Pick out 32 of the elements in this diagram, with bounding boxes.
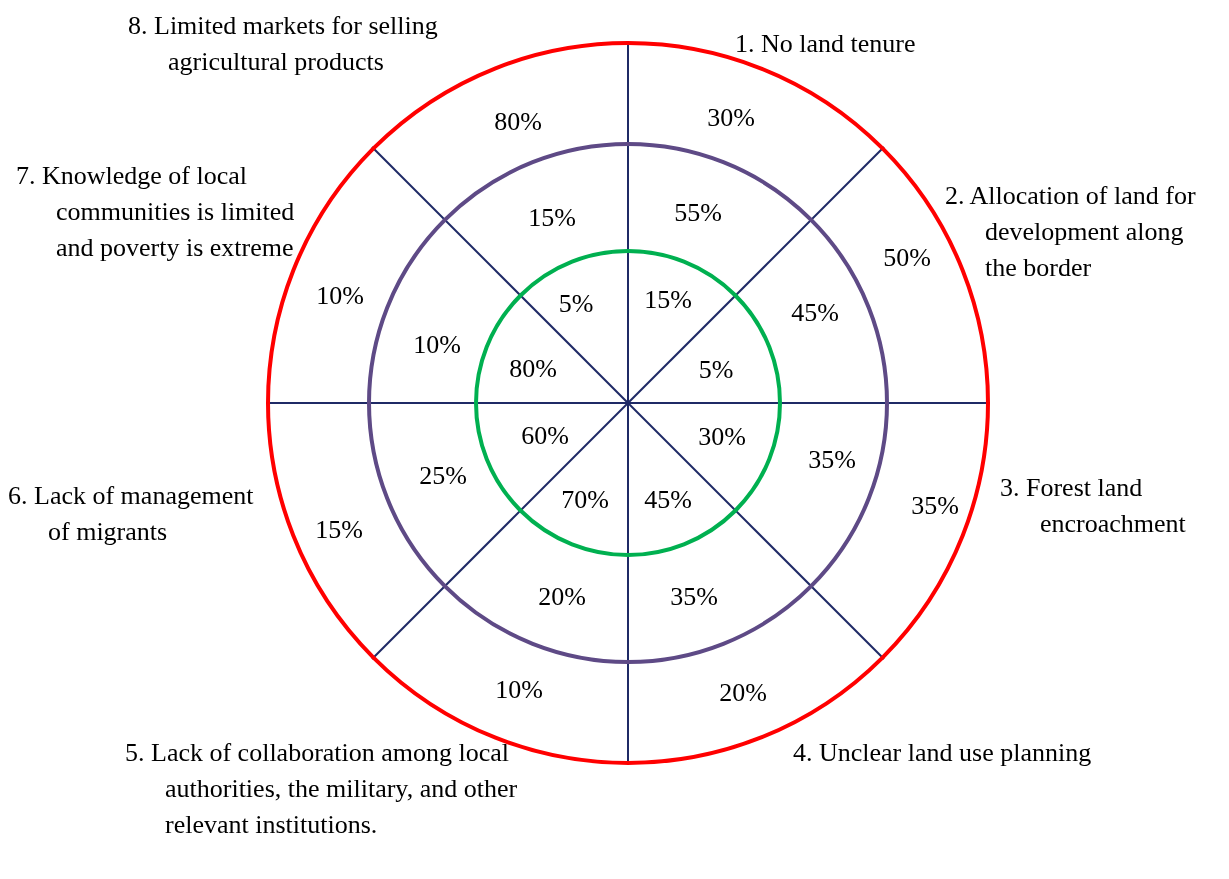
percentage-label: 20% xyxy=(719,677,767,709)
percentage-label: 15% xyxy=(315,514,363,546)
percentage-label: 60% xyxy=(521,420,569,452)
percentage-label: 30% xyxy=(698,421,746,453)
category-label: 4. Unclear land use planning xyxy=(793,737,1093,769)
percentage-label: 80% xyxy=(509,353,557,385)
percentage-label: 70% xyxy=(561,484,609,516)
percentage-label: 15% xyxy=(644,284,692,316)
category-label: 3. Forest land encroachment xyxy=(1000,472,1187,540)
percentage-label: 30% xyxy=(707,102,755,134)
category-label: 2. Allocation of land for development along the border xyxy=(945,180,1197,284)
percentage-label: 5% xyxy=(558,288,594,320)
percentage-label: 35% xyxy=(670,581,718,613)
percentage-label: 55% xyxy=(674,197,722,229)
category-label: 1. No land tenure xyxy=(735,28,917,60)
category-label: 7. Knowledge of local communities is limited and poverty is extreme xyxy=(16,160,296,264)
percentage-label: 45% xyxy=(791,297,839,329)
percentage-label: 10% xyxy=(413,329,461,361)
percentage-label: 10% xyxy=(316,280,364,312)
percentage-label: 35% xyxy=(911,490,959,522)
percentage-label: 10% xyxy=(495,674,543,706)
percentage-label: 20% xyxy=(538,581,586,613)
percentage-label: 80% xyxy=(494,106,542,138)
category-label: 8. Limited markets for selling agricultural products xyxy=(128,10,439,78)
percentage-label: 15% xyxy=(528,202,576,234)
category-label: 6. Lack of management of migrants xyxy=(8,480,255,548)
percentage-label: 5% xyxy=(698,354,734,386)
percentage-label: 45% xyxy=(644,484,692,516)
percentage-label: 50% xyxy=(883,242,931,274)
percentage-label: 35% xyxy=(808,444,856,476)
category-label: 5. Lack of collaboration among local authorities, the military, and other relevant institutions. xyxy=(125,737,519,841)
percentage-label: 25% xyxy=(419,460,467,492)
